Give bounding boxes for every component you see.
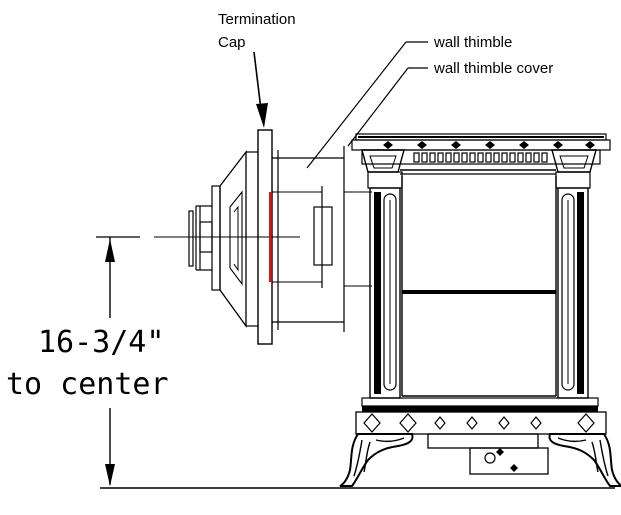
termination-cap — [188, 129, 273, 345]
height-dimension — [96, 236, 140, 486]
termination-cap-label-line1: Termination — [218, 11, 296, 28]
dimension-text-line2: to center — [6, 367, 169, 402]
wall-thimble-cover-label: wall thimble cover — [433, 60, 553, 77]
dimension-arrow-bottom — [105, 464, 115, 486]
dimension-text-line1: 16-3/4" — [38, 325, 164, 360]
termination-cap-label-line2: Cap — [218, 34, 246, 51]
wall-thimble-cover-leader — [347, 67, 428, 147]
wall-thimble — [272, 146, 372, 332]
wall-thimble-label: wall thimble — [433, 34, 512, 51]
termination-cap-leader — [253, 51, 268, 128]
dimension-arrow-top — [105, 239, 115, 262]
stove — [339, 133, 621, 487]
wall-thimble-leader — [306, 41, 428, 169]
